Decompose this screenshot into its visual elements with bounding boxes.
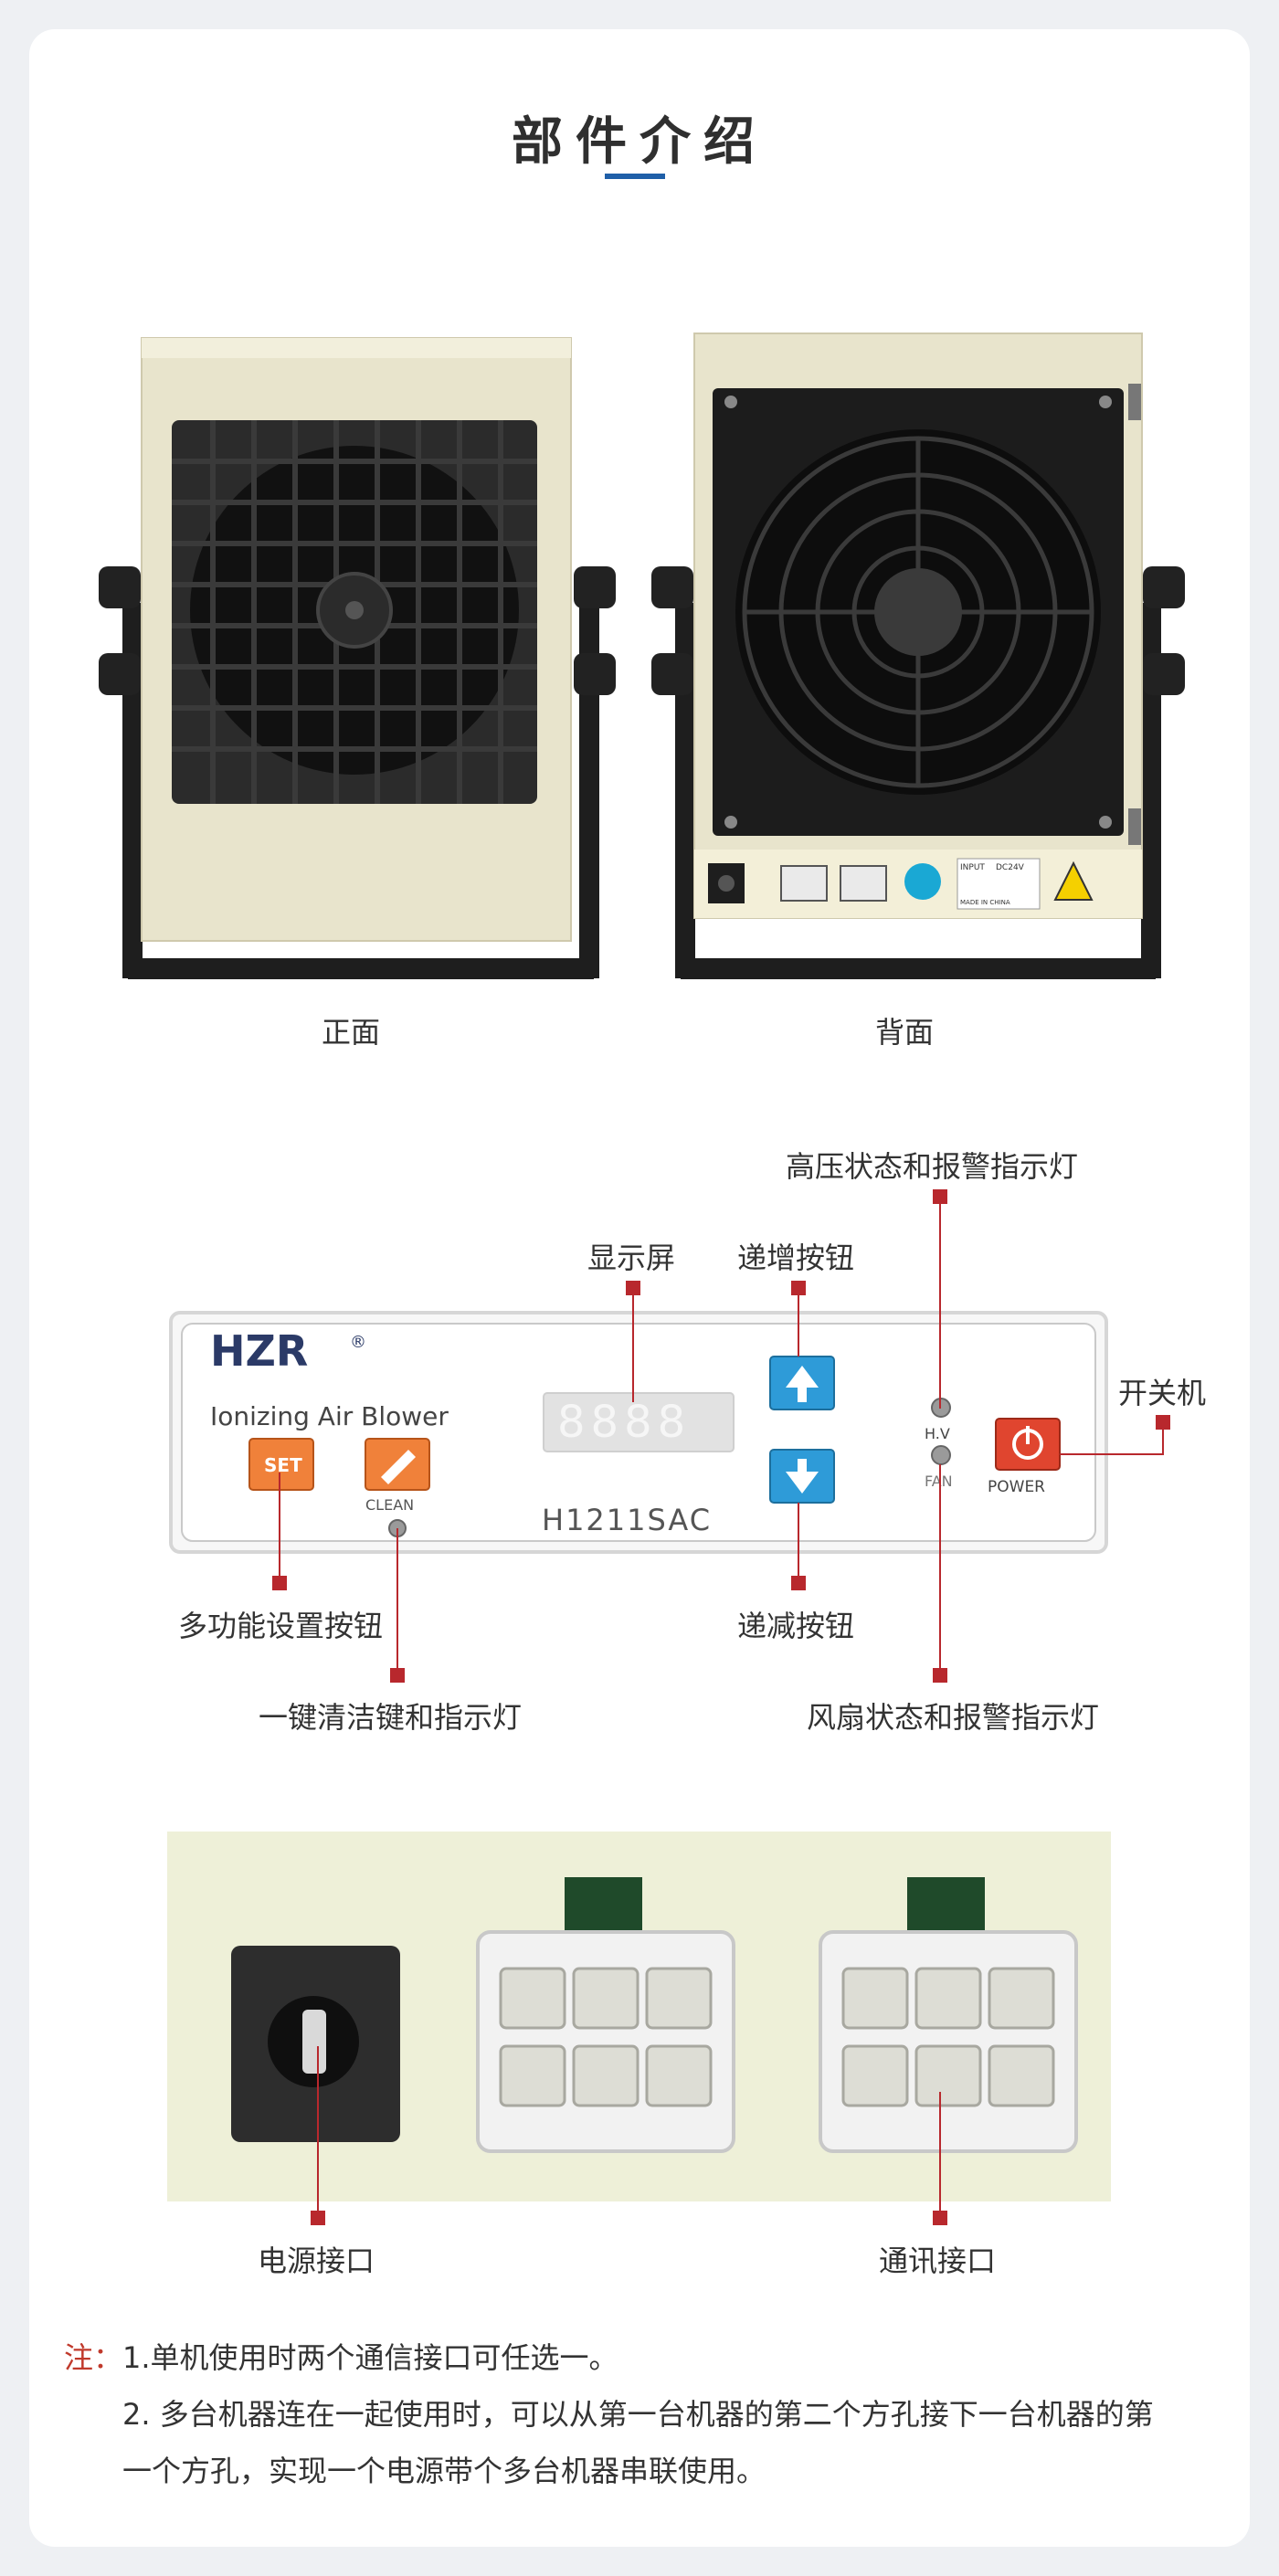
callout-power-line-v [1162, 1422, 1164, 1455]
callout-decrease: 递减按钮 [737, 1609, 855, 1643]
callout-comm-port-line [939, 2092, 941, 2215]
callout-clean-marker [390, 1668, 405, 1683]
product-name: Ionizing Air Blower [210, 1401, 449, 1431]
notes-text-1: 1.单机使用时两个通信接口可任选一。 [122, 2340, 618, 2375]
front-view-image [99, 337, 616, 979]
section-title: 部件介绍 [512, 112, 767, 172]
hv-indicator [931, 1398, 951, 1418]
callout-power-port-marker [311, 2211, 325, 2225]
power-label: POWER [988, 1478, 1045, 1496]
back-view-image: INPUT DC24V MADE IN CHINA [651, 333, 1185, 979]
callout-hv-alarm: 高压状态和报警指示灯 [786, 1149, 1079, 1184]
callout-power-line-h [1060, 1453, 1164, 1455]
callout-increase: 递增按钮 [737, 1240, 855, 1275]
model-number: H1211SAC [542, 1503, 712, 1537]
callout-decrease-marker [791, 1576, 806, 1590]
back-label-voltage: DC24V [996, 863, 1025, 872]
brand-mark: ® [350, 1333, 366, 1352]
brand-logo: HZR [210, 1326, 308, 1376]
clean-label: CLEAN [365, 1496, 414, 1514]
callout-power-port: 电源接口 [258, 2243, 375, 2278]
callout-comm-port-marker [933, 2211, 947, 2225]
control-panel: HZR ® Ionizing Air Blower H1211SAC 8888 … [169, 1311, 1108, 1554]
set-button-label: SET [264, 1454, 302, 1476]
callout-fan-alarm: 风扇状态和报警指示灯 [807, 1700, 1100, 1735]
callout-display: 显示屏 [587, 1240, 676, 1275]
back-label-input: INPUT [960, 863, 985, 872]
callout-set-button: 多功能设置按钮 [178, 1609, 384, 1643]
callout-set-marker [272, 1576, 287, 1590]
callout-hv-alarm-line [939, 1197, 941, 1409]
notes-line-2a: 2. 多台机器连在一起使用时，可以从第一台机器的第二个方孔接下一台机器的第 [122, 2397, 1154, 2432]
callout-clean-key: 一键清洁键和指示灯 [259, 1700, 523, 1735]
callout-fan-marker [933, 1668, 947, 1683]
back-label-made-in: MADE IN CHINA [960, 899, 1010, 906]
notes-line-1: 注：1.单机使用时两个通信接口可任选一。 [64, 2329, 618, 2386]
display-screen: 8888 [557, 1397, 691, 1448]
callout-decrease-line [798, 1503, 799, 1576]
title-underline [605, 174, 665, 179]
hv-label: H.V [925, 1425, 950, 1442]
fan-indicator [931, 1445, 951, 1465]
notes-prefix: 注： [64, 2340, 123, 2375]
callout-comm-port: 通讯接口 [879, 2243, 997, 2278]
back-caption: 背面 [875, 1015, 935, 1050]
ports-closeup-image [167, 1832, 1111, 2201]
callout-fan-line [939, 1464, 941, 1668]
callout-display-line [632, 1288, 634, 1402]
callout-increase-line [798, 1288, 799, 1357]
callout-clean-line [396, 1528, 398, 1668]
front-caption: 正面 [322, 1015, 381, 1050]
fan-label: FAN [925, 1473, 953, 1490]
callout-power-port-line [317, 2046, 319, 2215]
notes-line-2b: 一个方孔，实现一个电源带个多台机器串联使用。 [122, 2454, 766, 2488]
callout-power-switch: 开关机 [1118, 1376, 1207, 1410]
set-button[interactable] [248, 1438, 314, 1491]
callout-set-line [279, 1473, 280, 1576]
